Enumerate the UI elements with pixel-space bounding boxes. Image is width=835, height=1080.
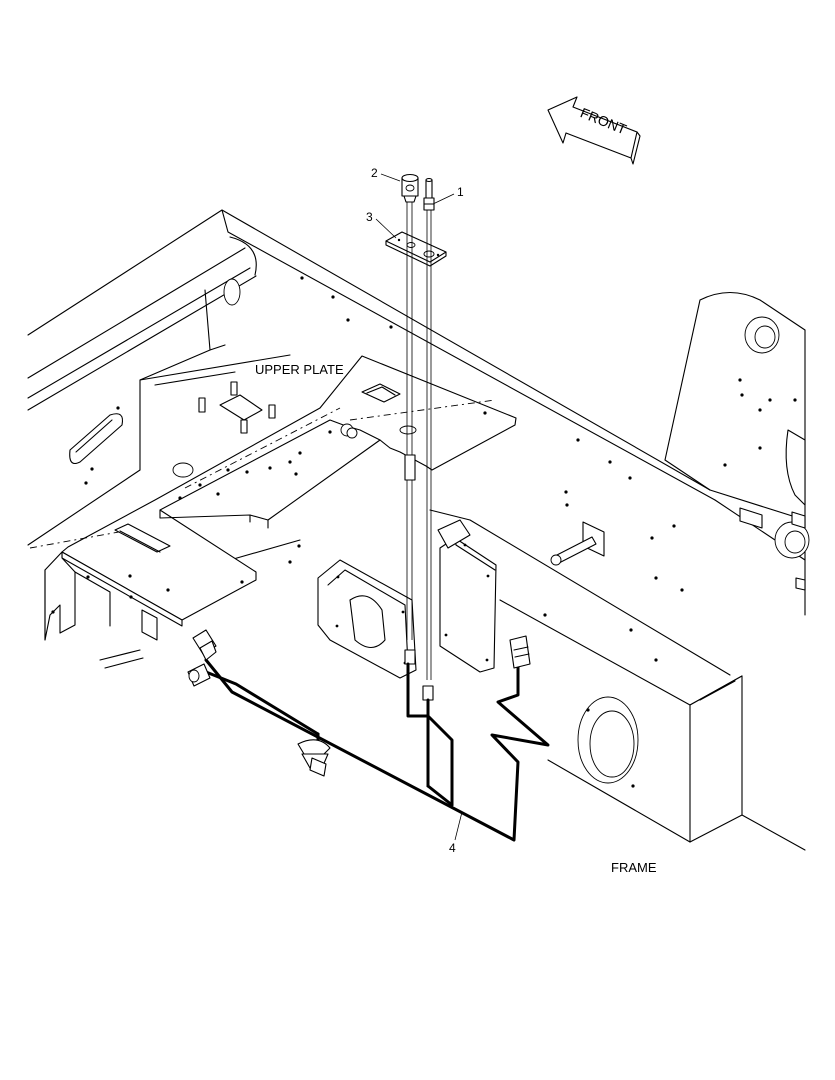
harness-connector-left: [187, 629, 217, 687]
frame-label: FRAME: [611, 860, 657, 875]
pressure-switch: [401, 173, 419, 203]
callout-3-number: 3: [366, 210, 373, 224]
harness-connector-right: [509, 635, 531, 669]
frame-body: [27, 209, 810, 851]
callout-3: 3: [366, 210, 397, 239]
switch-assembly: [385, 173, 447, 701]
callout-4: 4: [449, 811, 463, 855]
front-arrow: FRONT: [547, 96, 641, 165]
upper-plate-label: UPPER PLATE: [255, 362, 344, 377]
callout-1: 1: [432, 185, 464, 205]
callout-4-number: 4: [449, 841, 456, 855]
callout-2-number: 2: [371, 166, 378, 180]
harness-connector-center: [297, 739, 331, 777]
callout-2: 2: [371, 166, 401, 182]
sensor-part: [423, 177, 435, 211]
callout-1-number: 1: [457, 185, 464, 199]
wire-harness: [187, 629, 550, 842]
